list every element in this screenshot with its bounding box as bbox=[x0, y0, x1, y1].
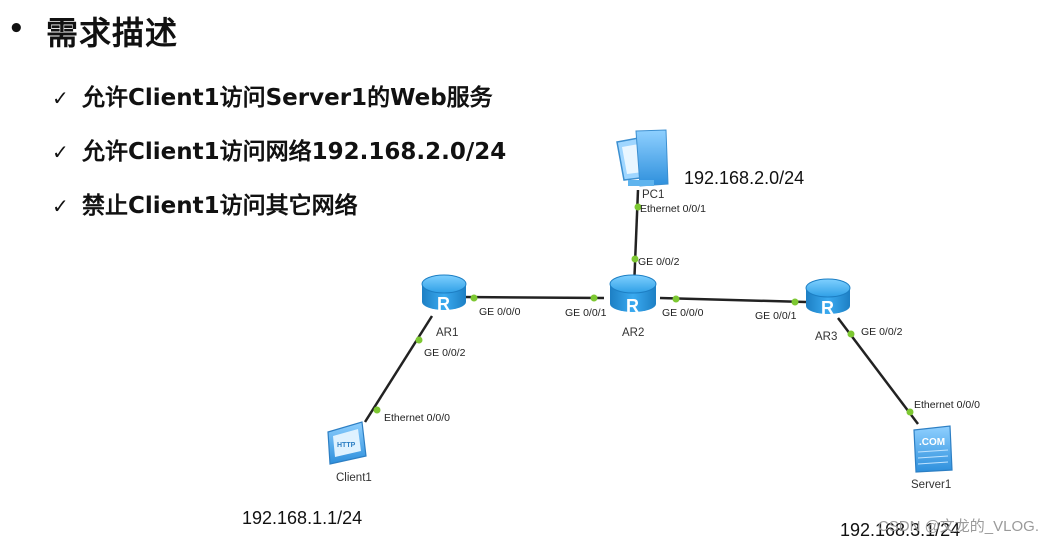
server1-label: Server1 bbox=[911, 479, 951, 491]
port-dot bbox=[672, 295, 680, 303]
port-dot bbox=[415, 336, 423, 344]
requirement-item: ✓ 允许Client1访问网络192.168.2.0/24 bbox=[52, 132, 506, 166]
requirement-item: ✓ 允许Client1访问Server1的Web服务 bbox=[52, 78, 493, 112]
pc1-icon bbox=[616, 129, 669, 187]
server-badge: .COM bbox=[919, 437, 945, 448]
heading-bullet: • bbox=[8, 14, 25, 44]
router-ar1: R bbox=[421, 274, 467, 314]
port-dot bbox=[470, 294, 478, 302]
client1-label: Client1 bbox=[336, 472, 372, 484]
port-label-ar2-ge002: GE 0/0/2 bbox=[638, 256, 680, 268]
pc1-label: PC1 bbox=[642, 189, 664, 201]
port-label-ar3-ge002: GE 0/0/2 bbox=[861, 326, 903, 338]
ar3-label: AR3 bbox=[815, 331, 837, 343]
svg-text:R: R bbox=[626, 296, 639, 316]
port-label-client1-eth: Ethernet 0/0/0 bbox=[384, 412, 450, 424]
check-icon: ✓ bbox=[52, 86, 69, 110]
port-dot bbox=[373, 406, 381, 414]
ar1-label: AR1 bbox=[436, 327, 458, 339]
router-ar3: R bbox=[805, 278, 851, 318]
port-label-pc1-eth: Ethernet 0/0/1 bbox=[640, 203, 706, 215]
client-badge: HTTP bbox=[337, 442, 356, 449]
watermark: CSDN @文龙的_VLOG. bbox=[877, 518, 1039, 535]
port-dot bbox=[906, 408, 914, 416]
link-ar1-ar2 bbox=[461, 295, 605, 300]
port-label-ar2-ge000: GE 0/0/0 bbox=[662, 307, 704, 319]
port-label-server1-eth: Ethernet 0/0/0 bbox=[914, 399, 980, 411]
network-label-server1: 192.168.3.1/24 bbox=[840, 520, 960, 540]
network-label-pc1: 192.168.2.0/24 bbox=[684, 168, 804, 188]
requirement-text: 允许Client1访问Server1的Web服务 bbox=[82, 85, 493, 111]
link-ar2-ar3 bbox=[659, 296, 807, 304]
server1-icon: .COM bbox=[913, 425, 953, 473]
port-dot bbox=[631, 255, 639, 263]
link-ar1-client1 bbox=[363, 315, 434, 423]
network-label-client1: 192.168.1.1/24 bbox=[242, 508, 362, 528]
check-icon: ✓ bbox=[52, 140, 69, 164]
port-label-ar1-ge002: GE 0/0/2 bbox=[424, 347, 466, 359]
router-ar2: R bbox=[609, 274, 657, 316]
port-label-ar1-ge000: GE 0/0/0 bbox=[479, 306, 521, 318]
port-dots bbox=[373, 203, 914, 416]
requirement-text: 禁止Client1访问其它网络 bbox=[82, 193, 358, 219]
port-label-ar2-ge001: GE 0/0/1 bbox=[565, 307, 607, 319]
requirement-item: ✓ 禁止Client1访问其它网络 bbox=[52, 186, 358, 220]
client1-icon: HTTP bbox=[327, 421, 367, 465]
requirement-text: 允许Client1访问网络192.168.2.0/24 bbox=[82, 139, 507, 165]
svg-text:R: R bbox=[821, 298, 834, 318]
page-title: 需求描述 bbox=[46, 14, 179, 52]
port-dot bbox=[590, 294, 598, 302]
check-icon: ✓ bbox=[52, 194, 69, 218]
port-dot bbox=[634, 203, 642, 211]
port-dot bbox=[791, 298, 799, 306]
port-dot bbox=[847, 330, 855, 338]
ar2-label: AR2 bbox=[622, 327, 644, 339]
svg-text:R: R bbox=[437, 294, 450, 314]
port-label-ar3-ge001: GE 0/0/1 bbox=[755, 310, 797, 322]
